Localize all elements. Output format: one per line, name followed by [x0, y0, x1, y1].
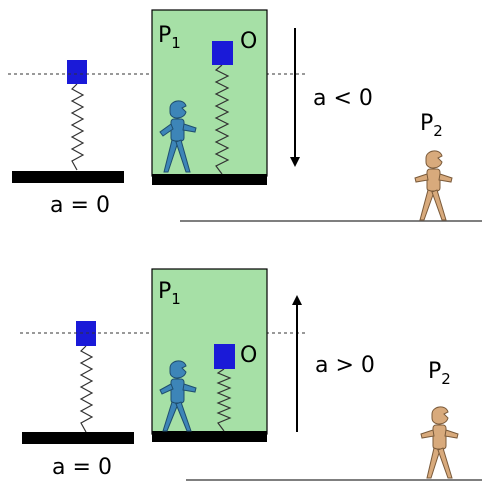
spring-origin-label: O: [240, 29, 257, 54]
observer-inside-person: [159, 100, 197, 173]
reference-spring: [79, 345, 94, 433]
elevator-label: P1: [158, 279, 181, 308]
rest-label: a = 0: [50, 193, 110, 218]
elevator-floor: [152, 431, 267, 442]
elevator: P1 O: [151, 268, 268, 442]
rest-label: a = 0: [52, 455, 112, 480]
reference-spring: [70, 83, 85, 171]
elevator-spring: [214, 64, 230, 175]
reference-spring-system: a = 0: [12, 60, 124, 218]
bottom-panel: a = 0 P1 O a > 0 P2: [20, 268, 482, 481]
outside-observer-person: [414, 150, 453, 221]
acceleration-label: a < 0: [313, 86, 373, 111]
elevator-label: P1: [158, 23, 181, 52]
elevator-floor: [152, 174, 267, 185]
outside-observer-label: P2: [420, 111, 443, 140]
reference-platform: [12, 171, 124, 183]
reference-spring-system: a = 0: [22, 321, 134, 480]
acceleration-label: a > 0: [315, 353, 375, 378]
reference-mass: [67, 60, 87, 84]
observer-inside-person: [159, 360, 197, 432]
elevator-spring: [216, 368, 232, 432]
top-panel: a = 0 P1 O a < 0 P2: [8, 9, 482, 222]
reference-platform: [22, 432, 134, 444]
spring-origin-label: O: [240, 343, 257, 368]
elevator: P1 O: [151, 9, 268, 185]
elevator-mass: [214, 344, 235, 369]
outside-observer-person: [420, 406, 459, 479]
outside-observer-label: P2: [428, 359, 451, 388]
elevator-mass: [212, 41, 233, 65]
